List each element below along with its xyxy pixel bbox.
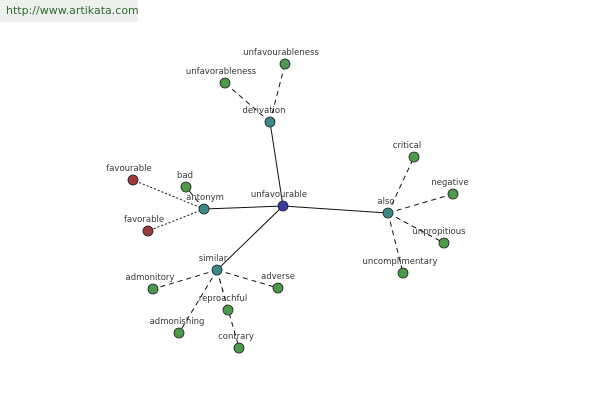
word-node-label[interactable]: unfavourableness [243, 48, 319, 58]
relation-node-also[interactable]: also [377, 197, 395, 219]
word-node-unpropitious[interactable]: unpropitious [412, 227, 466, 249]
word-node-label[interactable]: contrary [218, 332, 254, 342]
relation-node-label[interactable]: antonym [186, 193, 224, 203]
word-node-favourable[interactable]: favourable [106, 164, 152, 186]
word-node-dot[interactable] [142, 225, 154, 237]
edge-unfavourable-antonym [203, 205, 284, 210]
word-node-dot[interactable] [233, 342, 245, 354]
word-node-label[interactable]: admonitory [126, 273, 175, 283]
edge-antonym-favourable [132, 179, 205, 210]
center-node-dot[interactable] [277, 200, 289, 212]
word-node-unfavourableness[interactable]: unfavourableness [243, 48, 319, 70]
edge-unfavourable-derivation [269, 121, 284, 207]
relation-node-label[interactable]: similar [199, 254, 228, 264]
edge-derivation-unfavourableness [269, 63, 286, 123]
word-node-uncomplimentary[interactable]: uncomplimentary [362, 257, 438, 279]
word-node-dot[interactable] [180, 181, 192, 193]
word-node-label[interactable]: unfavorableness [186, 67, 257, 77]
word-node-critical[interactable]: critical [393, 141, 421, 163]
relation-node-dot[interactable] [198, 203, 210, 215]
word-node-reproachful[interactable]: reproachful [199, 294, 247, 316]
word-node-label[interactable]: favourable [106, 164, 152, 174]
word-node-admonishing[interactable]: admonishing [150, 317, 205, 339]
edge-unfavourable-similar [216, 205, 284, 271]
word-node-dot[interactable] [222, 304, 234, 316]
relation-node-label[interactable]: derivation [242, 106, 285, 116]
relation-node-derivation[interactable]: derivation [242, 106, 286, 128]
word-node-dot[interactable] [397, 267, 409, 279]
relation-node-dot[interactable] [211, 264, 223, 276]
edge-layer [132, 63, 454, 349]
word-node-dot[interactable] [127, 174, 139, 186]
word-node-dot[interactable] [173, 327, 185, 339]
word-node-dot[interactable] [272, 282, 284, 294]
word-node-label[interactable]: bad [177, 171, 193, 181]
word-node-negative[interactable]: negative [431, 178, 469, 200]
center-node-label[interactable]: unfavourable [251, 190, 307, 200]
relation-node-dot[interactable] [264, 116, 276, 128]
word-node-favorable[interactable]: favorable [124, 215, 164, 237]
word-node-label[interactable]: admonishing [150, 317, 205, 327]
word-node-label[interactable]: adverse [261, 272, 295, 282]
word-node-contrary[interactable]: contrary [218, 332, 254, 354]
word-node-dot[interactable] [219, 77, 231, 89]
relation-node-similar[interactable]: similar [199, 254, 228, 276]
word-node-dot[interactable] [279, 58, 291, 70]
edge-similar-adverse [216, 269, 279, 289]
edge-also-critical [387, 156, 415, 214]
word-node-label[interactable]: unpropitious [412, 227, 466, 237]
word-node-label[interactable]: uncomplimentary [362, 257, 437, 267]
word-node-bad[interactable]: bad [177, 171, 193, 193]
word-node-adverse[interactable]: adverse [261, 272, 295, 294]
word-node-label[interactable]: critical [393, 141, 421, 151]
edge-similar-admonitory [152, 269, 218, 290]
word-node-dot[interactable] [438, 237, 450, 249]
edge-similar-admonishing [178, 269, 218, 334]
word-node-admonitory[interactable]: admonitory [126, 273, 175, 295]
edge-unfavourable-also [282, 205, 389, 214]
center-node-unfavourable[interactable]: unfavourable [251, 190, 307, 212]
word-node-label[interactable]: negative [431, 178, 468, 188]
edge-also-uncomplimentary [387, 212, 404, 274]
word-node-unfavorableness[interactable]: unfavorableness [186, 67, 257, 89]
word-node-dot[interactable] [408, 151, 420, 163]
word-node-label[interactable]: reproachful [199, 294, 247, 304]
edge-derivation-unfavorableness [224, 82, 271, 123]
edge-also-negative [387, 193, 454, 214]
node-layer: unfavourable derivation antonym also similar… [106, 48, 469, 354]
relation-node-antonym[interactable]: antonym [186, 193, 224, 215]
relation-node-dot[interactable] [382, 207, 394, 219]
edge-also-unpropitious [387, 212, 445, 244]
word-node-label[interactable]: favorable [124, 215, 164, 225]
relation-node-label[interactable]: also [377, 197, 394, 207]
site-url-link[interactable]: http://www.artikata.com [0, 0, 139, 22]
word-node-dot[interactable] [147, 283, 159, 295]
word-node-dot[interactable] [447, 188, 459, 200]
